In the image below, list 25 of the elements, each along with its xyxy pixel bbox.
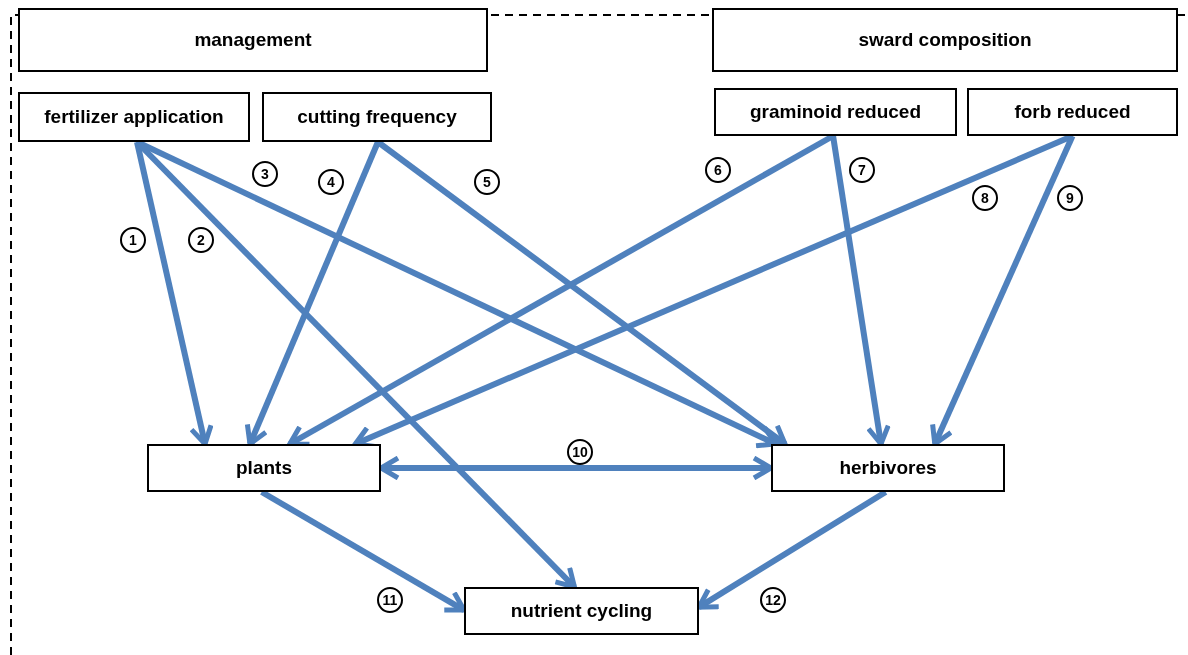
label-box: management	[18, 8, 488, 72]
label-box: nutrient cycling	[464, 587, 699, 635]
arrow	[830, 135, 891, 447]
edge-label: 7	[849, 157, 875, 183]
edge-label: 8	[972, 185, 998, 211]
label-box: herbivores	[771, 444, 1005, 492]
edge-label: 6	[705, 157, 731, 183]
label-box: plants	[147, 444, 381, 492]
edge-label: 2	[188, 227, 214, 253]
label-box: forb reduced	[967, 88, 1178, 136]
label-box: cutting frequency	[262, 92, 492, 142]
arrow	[930, 134, 1076, 447]
edge-label: 11	[377, 587, 403, 613]
edge-label: 4	[318, 169, 344, 195]
edge-label: 3	[252, 161, 278, 187]
edge-label: 12	[760, 587, 786, 613]
edge-label: 9	[1057, 185, 1083, 211]
edge-label: 10	[567, 439, 593, 465]
label-box: graminoid reduced	[714, 88, 957, 136]
edge-label: 5	[474, 169, 500, 195]
edge-label: 1	[120, 227, 146, 253]
label-box: sward composition	[712, 8, 1178, 72]
label-box: fertilizer application	[18, 92, 250, 142]
arrow	[134, 141, 214, 447]
arrow	[244, 140, 381, 447]
